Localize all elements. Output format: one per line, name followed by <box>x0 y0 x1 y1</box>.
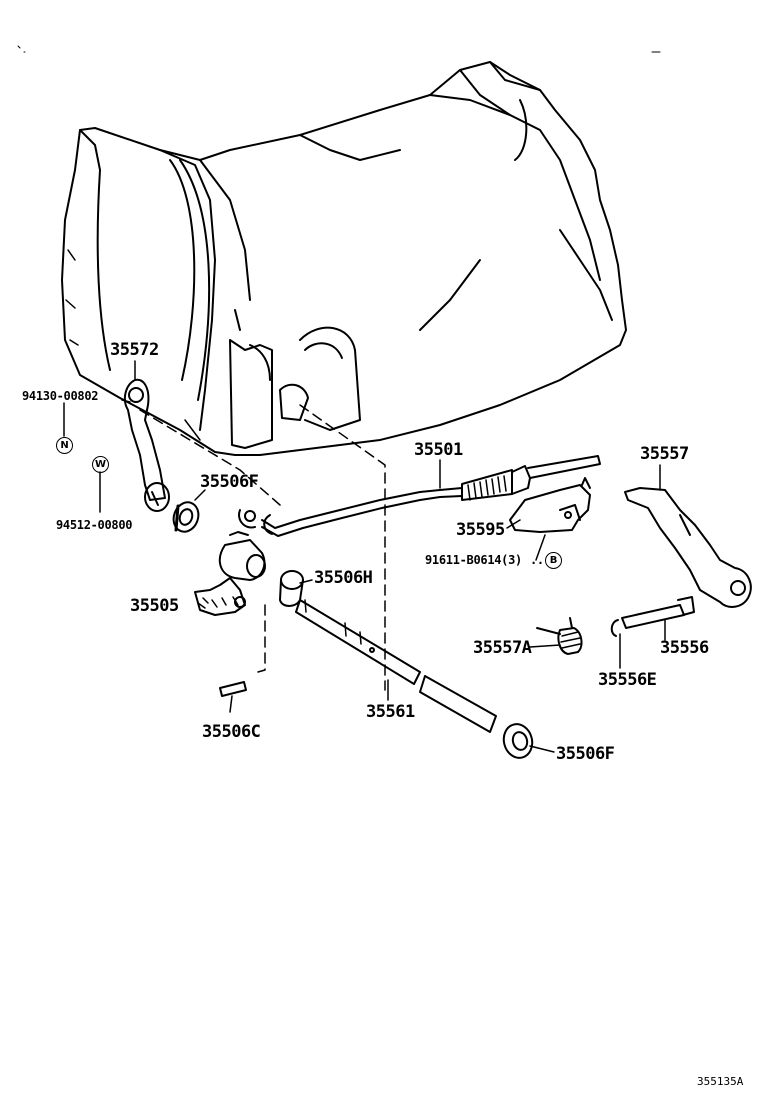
label-35557: 35557 <box>640 444 689 464</box>
shift-rod-35501 <box>261 455 601 537</box>
pin-35556 <box>621 596 695 629</box>
label-94130-00802: 94130-00802 <box>22 389 99 403</box>
shaft-35561 <box>295 599 497 733</box>
label-35561: 35561 <box>366 702 415 722</box>
w-symbol-icon: W <box>92 456 109 473</box>
label-35506H: 35506H <box>314 568 373 588</box>
label-35506C: 35506C <box>202 722 261 742</box>
label-35572: 35572 <box>110 340 159 360</box>
specks <box>17 45 661 53</box>
bracket-35595 <box>509 477 591 533</box>
b-symbol-icon: B <box>545 552 562 569</box>
seal-35506F-bottom <box>502 723 534 759</box>
lever-35572 <box>121 378 170 512</box>
label-35506F-bottom: 35506F <box>556 744 615 764</box>
label-91611-B0614: 91611-B0614(3) <box>425 553 522 567</box>
dashed-leaders <box>139 404 386 691</box>
detent-lever-35505 <box>194 509 266 616</box>
lever-35557 <box>624 487 752 608</box>
seal-35506F-top <box>172 501 200 533</box>
leader-lines <box>63 360 666 753</box>
label-35557A: 35557A <box>473 638 532 658</box>
pin-35506C <box>219 681 247 697</box>
dots-separator: .. <box>530 553 544 567</box>
label-35505: 35505 <box>130 596 179 616</box>
label-94512-00800: 94512-00800 <box>56 518 133 532</box>
clip-35556E <box>610 619 619 637</box>
n-symbol-icon: N <box>56 437 73 454</box>
label-35556: 35556 <box>660 638 709 658</box>
label-35506F-top: 35506F <box>200 472 259 492</box>
label-35556E: 35556E <box>598 670 657 690</box>
label-35501: 35501 <box>414 440 463 460</box>
label-35595: 35595 <box>456 520 505 540</box>
spring-35557A <box>536 617 583 655</box>
transmission-case <box>61 61 627 456</box>
diagram-reference-code: 355135A <box>697 1075 744 1088</box>
